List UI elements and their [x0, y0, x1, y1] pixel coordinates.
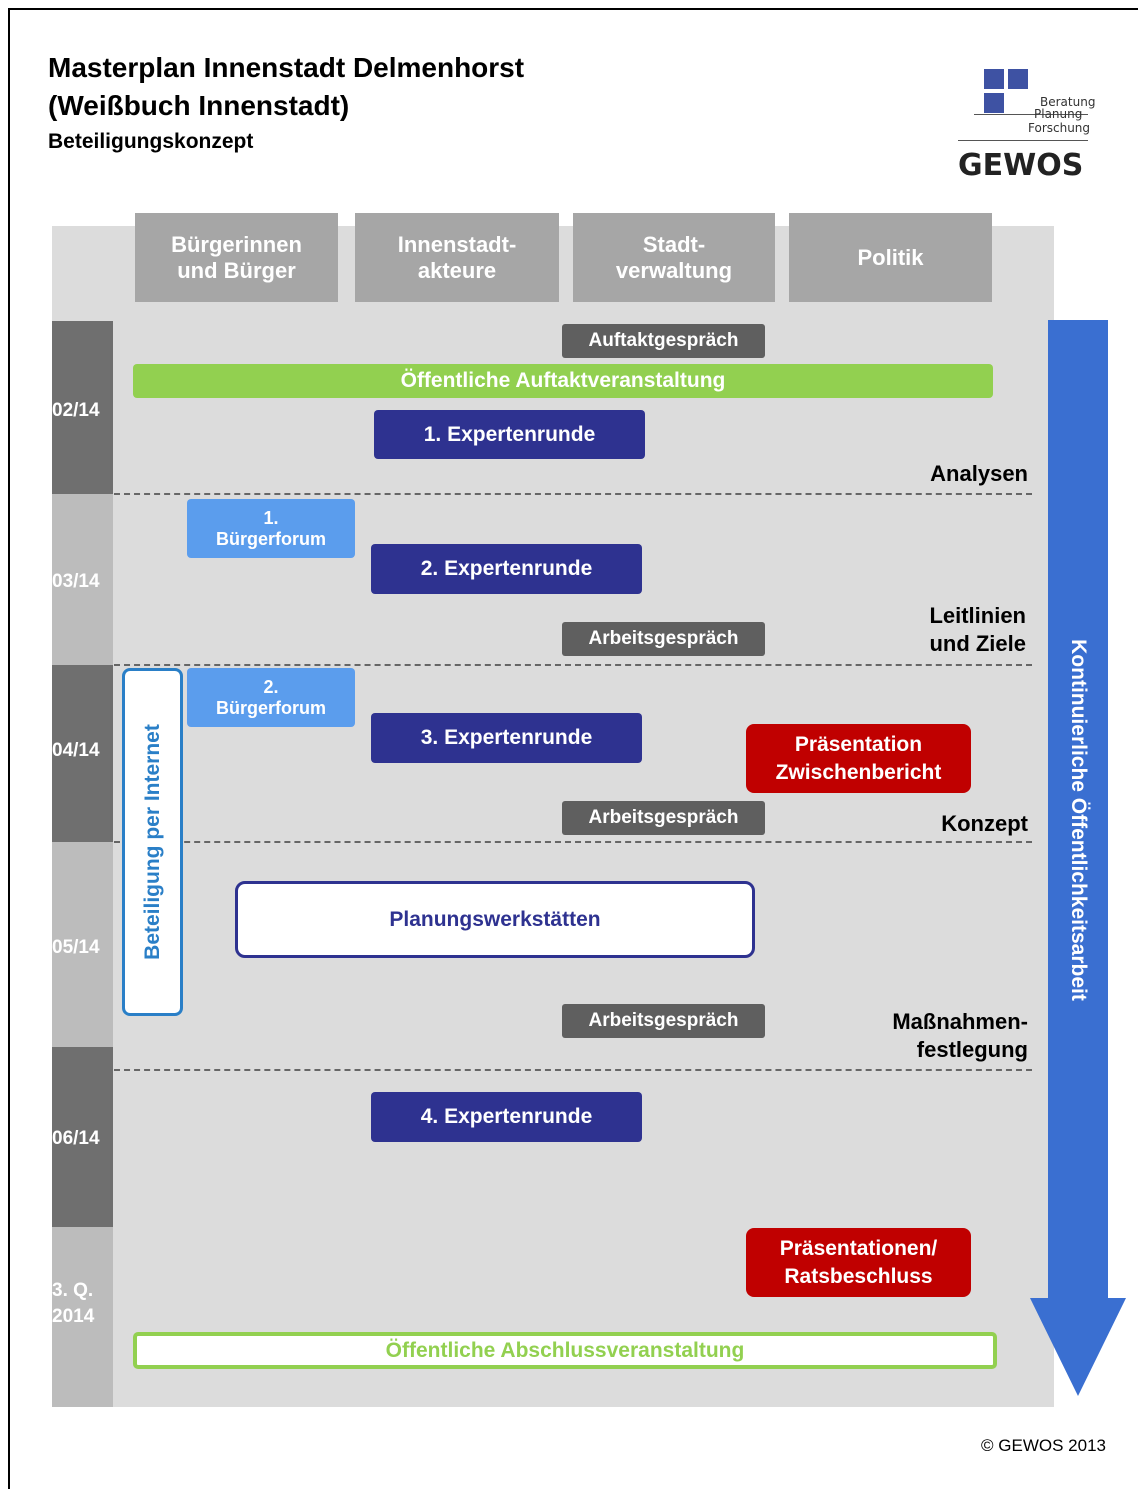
page-frame: [8, 8, 1138, 1489]
time-band-0214: [52, 321, 113, 494]
arbeitsgespraech-1-box: Arbeitsgespräch: [562, 622, 765, 656]
column-header-innenstadtakteure: Innenstadt- akteure: [355, 213, 559, 302]
logo-rule: [974, 114, 1088, 115]
time-band-0314: [52, 494, 113, 665]
praesentation-zwischenbericht-box: Präsentation Zwischenbericht: [746, 724, 971, 793]
phase-label-massnahmen: Maßnahmen- festlegung: [892, 1009, 1028, 1062]
time-label: 04/14: [52, 740, 100, 761]
beteiligung-internet-label: Beteiligung per Internet: [140, 724, 164, 960]
logo-square: [1008, 69, 1028, 89]
phase-divider: [114, 1069, 1032, 1071]
column-header-buerger: Bürgerinnen und Bürger: [135, 213, 338, 302]
planungswerkstaetten-box: Planungswerkstätten: [235, 881, 755, 958]
time-band-0514: [52, 842, 113, 1047]
page-subtitle: Beteiligungskonzept: [48, 130, 254, 153]
time-band-q3-2014: [52, 1227, 113, 1407]
expertenrunde-1-box: 1. Expertenrunde: [374, 410, 645, 459]
oeffentlichkeitsarbeit-arrow: [1030, 320, 1126, 1396]
logo-rule: [958, 140, 1088, 141]
arbeitsgespraech-2-box: Arbeitsgespräch: [562, 801, 765, 835]
oeffentliche-abschlussveranstaltung-box: Öffentliche Abschlussveranstaltung: [133, 1332, 997, 1369]
logo-text-forschung: Forschung: [1028, 121, 1091, 135]
logo-name: GEWOS: [958, 148, 1084, 183]
column-header-stadtverwaltung: Stadt- verwaltung: [573, 213, 775, 302]
time-label: 02/14: [52, 400, 100, 421]
buergerforum-1-box: 1. Bürgerforum: [187, 499, 355, 558]
auftaktgespraech-box: Auftaktgespräch: [562, 324, 765, 358]
praesentationen-ratsbeschluss-box: Präsentationen/ Ratsbeschluss: [746, 1228, 971, 1297]
time-label: 03/14: [52, 571, 100, 592]
phase-divider: [114, 493, 1032, 495]
arrow-shape: [1030, 320, 1126, 1396]
oeffentlichkeitsarbeit-label: Kontinuierliche Öffentlichkeitsarbeit: [1067, 639, 1090, 1001]
logo-text-beratung: Beratung: [1040, 95, 1096, 109]
page-title-line2: (Weißbuch Innenstadt): [48, 90, 350, 121]
phase-divider: [114, 841, 1032, 843]
time-band-0414: [52, 665, 113, 842]
time-label: 06/14: [52, 1128, 100, 1149]
phase-label-leitlinien: Leitlinien und Ziele: [929, 603, 1026, 656]
phase-label-konzept: Konzept: [941, 811, 1028, 836]
oeffentliche-auftaktveranstaltung-box: Öffentliche Auftaktveranstaltung: [133, 364, 993, 398]
logo-square: [984, 69, 1004, 89]
copyright: © GEWOS 2013: [981, 1436, 1106, 1455]
time-band-0614: [52, 1047, 113, 1227]
logo-text-planung: Planung: [1034, 107, 1083, 121]
buergerforum-2-box: 2. Bürgerforum: [187, 668, 355, 727]
phase-label-analysen: Analysen: [930, 461, 1028, 486]
column-header-politik: Politik: [789, 213, 992, 302]
beteiligung-internet-box: Beteiligung per Internet: [122, 668, 183, 1016]
expertenrunde-3-box: 3. Expertenrunde: [371, 713, 642, 763]
arbeitsgespraech-3-box: Arbeitsgespräch: [562, 1004, 765, 1038]
expertenrunde-4-box: 4. Expertenrunde: [371, 1092, 642, 1142]
logo-square: [984, 93, 1004, 113]
time-label: 05/14: [52, 937, 100, 958]
expertenrunde-2-box: 2. Expertenrunde: [371, 544, 642, 594]
time-label: 3. Q. 2014: [52, 1280, 95, 1327]
page-title: Masterplan Innenstadt Delmenhorst: [48, 52, 525, 83]
phase-divider: [114, 664, 1032, 666]
